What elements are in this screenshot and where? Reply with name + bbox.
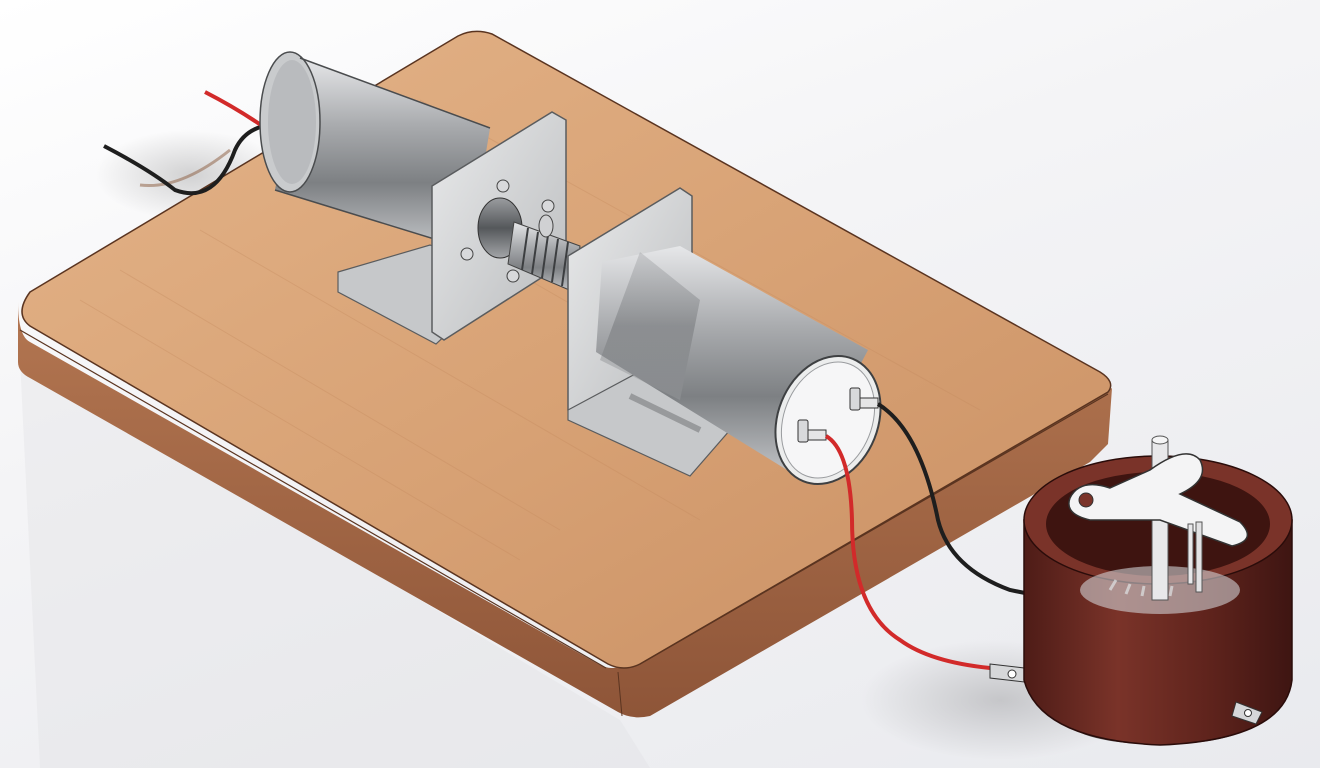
wire-red <box>824 434 1011 672</box>
rheostat-coil <box>1023 435 1293 746</box>
wire-red-left <box>204 90 270 132</box>
wire-lug <box>989 663 1025 683</box>
shaft-coupler <box>507 214 581 293</box>
wire-black-left <box>103 123 271 196</box>
dc-motor-right <box>596 246 882 485</box>
wire-black <box>876 402 1031 596</box>
motor-bracket-left <box>337 111 567 345</box>
